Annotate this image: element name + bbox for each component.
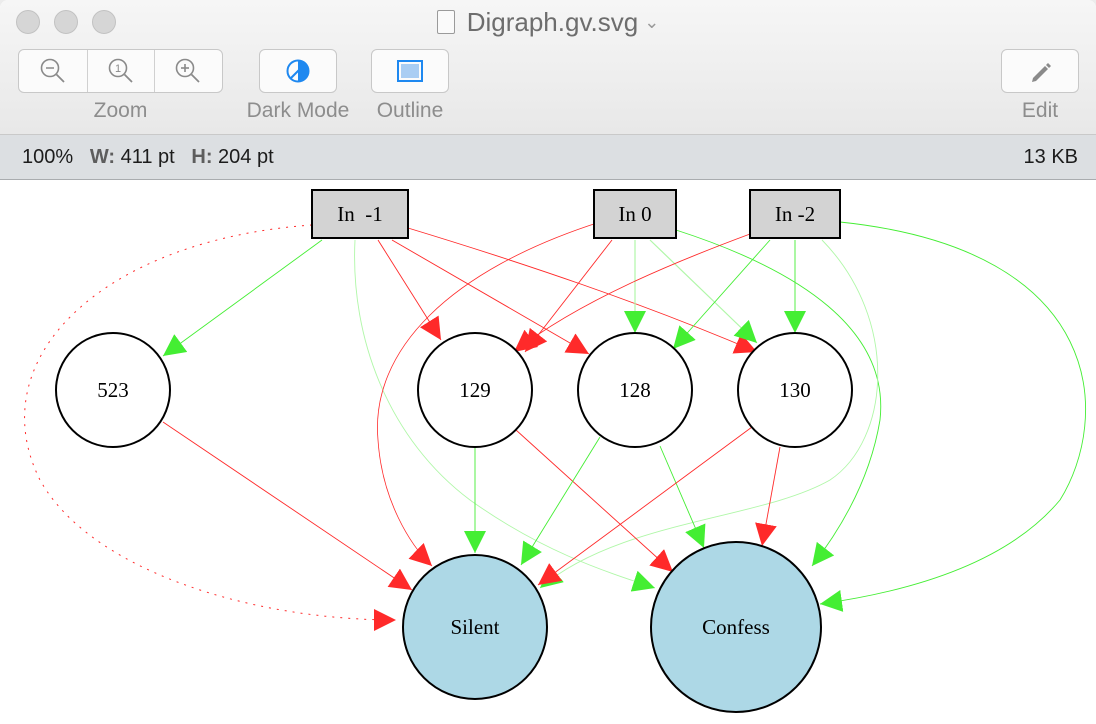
output-node-confess[interactable]: Confess — [650, 541, 822, 713]
document-info: 100% W: 411 pt H: 204 pt — [22, 135, 274, 179]
hidden-node-130[interactable]: 130 — [737, 332, 853, 448]
edge-in-1-130 — [407, 227, 758, 354]
window-controls — [16, 10, 116, 34]
close-window-button[interactable] — [16, 10, 40, 34]
edge-in-1-128 — [391, 239, 590, 355]
node-label: In -2 — [775, 202, 815, 226]
node-label: Silent — [450, 615, 499, 639]
edit-button[interactable] — [1001, 49, 1079, 93]
outline-segment — [372, 50, 448, 92]
zoom-in-button[interactable] — [153, 50, 222, 92]
node-label: Confess — [702, 615, 770, 639]
zoom-group: 1 Zoom — [18, 49, 223, 123]
edit-group: Edit — [1000, 49, 1080, 123]
zoom-out-button[interactable] — [19, 50, 87, 92]
edge-in-2-128 — [672, 239, 771, 350]
zoom-label: Zoom — [93, 99, 148, 122]
node-label: 523 — [97, 378, 129, 402]
node-label: In 0 — [618, 202, 651, 226]
input-node-in-0[interactable]: In 0 — [593, 189, 677, 239]
edge-in-2-confess — [819, 221, 1086, 612]
edge-in-1-129 — [377, 239, 442, 341]
edge-in-1-523 — [162, 239, 323, 357]
dark-mode-button[interactable] — [259, 49, 337, 93]
output-node-silent[interactable]: Silent — [402, 554, 548, 700]
svg-text:1: 1 — [115, 63, 121, 75]
edit-segment — [1002, 50, 1078, 92]
edge-130-silent — [537, 426, 753, 586]
dark-mode-icon — [286, 59, 310, 83]
zoom-out-icon — [40, 58, 65, 83]
edge-130-confess — [755, 446, 781, 547]
input-node-in-minus-1[interactable]: In -1 — [311, 189, 409, 239]
edge-129-confess — [515, 429, 674, 573]
node-label: 130 — [779, 378, 811, 402]
edge-128-confess — [659, 445, 706, 549]
actual-size-icon: 1 — [108, 58, 133, 83]
status-bar: 100% W: 411 pt H: 204 pt 13 KB — [0, 135, 1096, 180]
hidden-node-129[interactable]: 129 — [417, 332, 533, 448]
zoom-segmented-control: 1 — [18, 49, 223, 93]
node-label: 129 — [459, 378, 491, 402]
edit-label: Edit — [1021, 99, 1059, 122]
graph-canvas[interactable]: In -1 In 0 In -2 523 129 128 — [0, 180, 1096, 724]
edge-in0-130 — [649, 239, 758, 344]
edge-in-1-silent-dotted — [24, 224, 397, 631]
edge-in0-129 — [524, 239, 613, 353]
outline-button[interactable] — [371, 49, 449, 93]
outline-label: Outline — [376, 99, 444, 122]
hidden-node-523[interactable]: 523 — [55, 332, 171, 448]
pencil-icon — [1032, 63, 1051, 82]
zoom-percent: 100% — [22, 146, 74, 168]
height-value: 204 pt — [218, 146, 274, 168]
edge-in-2-silent — [539, 239, 879, 589]
width-value: 411 pt — [120, 146, 175, 168]
outline-icon — [397, 60, 423, 82]
width-label: W: — [89, 146, 116, 168]
node-label: In -1 — [337, 202, 383, 226]
edge-523-silent — [162, 421, 413, 591]
edge-in0-silent — [377, 221, 601, 567]
node-label: 128 — [619, 378, 651, 402]
dark-mode-label: Dark Mode — [246, 99, 350, 122]
document-icon — [436, 10, 455, 34]
file-size: 13 KB — [1023, 146, 1078, 168]
minimize-window-button[interactable] — [54, 10, 78, 34]
window-title[interactable]: Digraph.gv.svg⌄ — [0, 6, 1096, 38]
title-toolbar: Digraph.gv.svg⌄ 1 — [0, 0, 1096, 135]
edge-in-2-129 — [513, 233, 751, 353]
edge-in0-confess — [675, 229, 882, 567]
graph-svg: In -1 In 0 In -2 523 129 128 — [24, 189, 1086, 713]
actual-size-button[interactable]: 1 — [87, 50, 153, 92]
input-node-in-minus-2[interactable]: In -2 — [749, 189, 841, 239]
zoom-in-icon — [176, 58, 200, 83]
dark-mode-group: Dark Mode — [240, 49, 356, 123]
edge-128-silent — [520, 436, 601, 566]
chevron-down-icon: ⌄ — [644, 12, 660, 32]
hidden-node-128[interactable]: 128 — [577, 332, 693, 448]
outline-group: Outline — [365, 49, 455, 123]
zoom-window-button[interactable] — [92, 10, 116, 34]
height-label: H: — [191, 146, 213, 168]
dark-mode-segment — [260, 50, 336, 92]
window-title-text: Digraph.gv.svg — [466, 7, 639, 37]
edge-in-1-confess — [354, 239, 656, 592]
edges — [24, 221, 1086, 631]
